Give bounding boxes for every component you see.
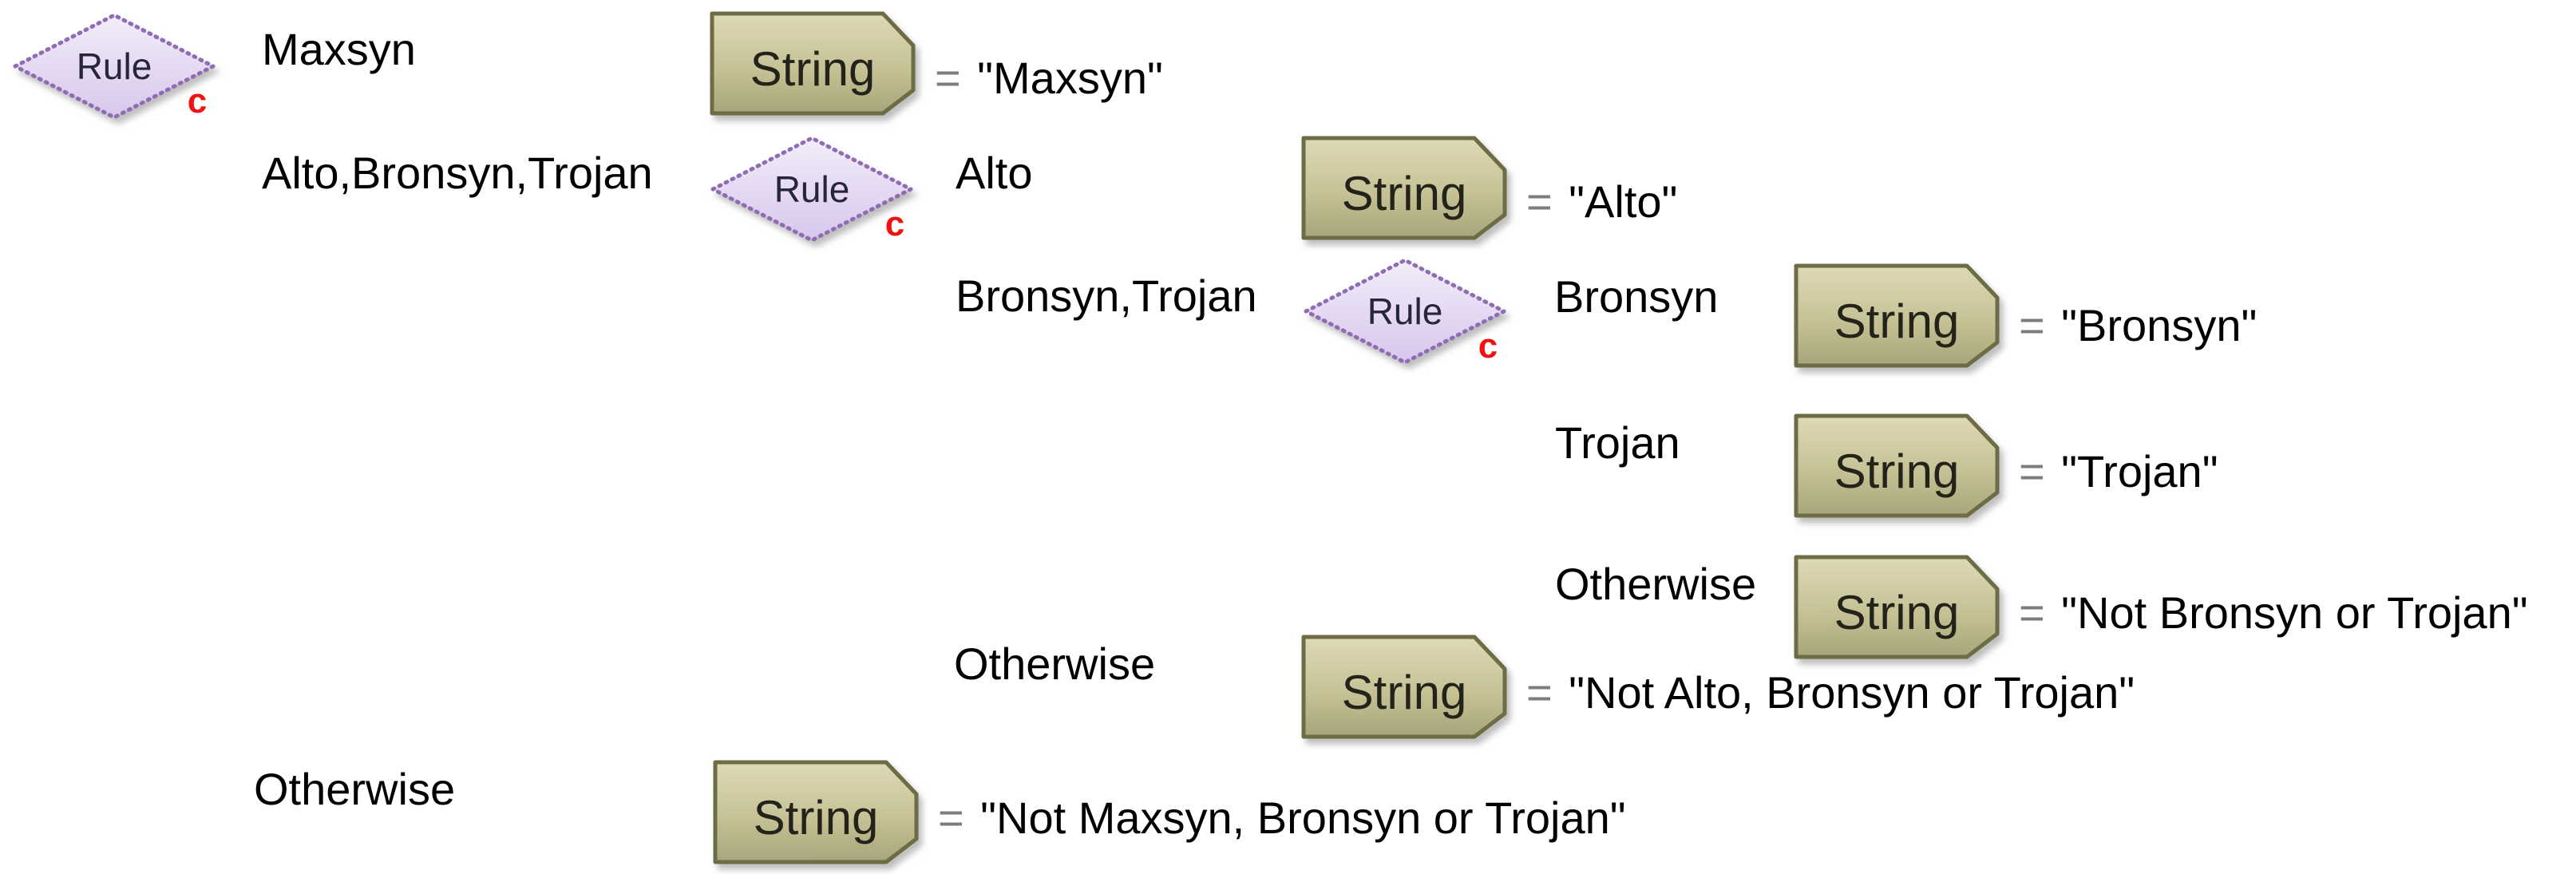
output-value-maxsyn: = "Maxsyn" [935, 53, 1163, 103]
branch-label-alto: Alto [956, 148, 1033, 198]
rule-subscript: c [1478, 326, 1498, 366]
string-node-label: String [1834, 445, 1960, 498]
output-value-not-maxsyn-bronsyn-trojan: = "Not Maxsyn, Bronsyn or Trojan" [938, 793, 1626, 843]
branch-label-trojan: Trojan [1555, 417, 1680, 468]
rule-node-2: Rule c [710, 136, 913, 243]
rule-subscript: c [885, 204, 904, 243]
output-value-text: "Alto" [1569, 176, 1677, 227]
branch-label-bronsyn-trojan: Bronsyn,Trojan [956, 271, 1257, 321]
branch-label-otherwise-rule3: Otherwise [1555, 559, 1756, 609]
string-node-label: String [1834, 295, 1960, 348]
rule-node-3: Rule c [1304, 258, 1506, 366]
string-node-alto: String [1301, 136, 1507, 240]
string-node-label: String [754, 791, 879, 844]
branch-label-otherwise-rule1: Otherwise [254, 764, 455, 814]
output-value-text: "Trojan" [2061, 446, 2218, 496]
output-value-alto: = "Alto" [1526, 176, 1677, 227]
string-node-not-maxsyn-bronsyn-trojan: String [713, 760, 919, 864]
rule-node-label: Rule [77, 45, 152, 87]
output-value-text: "Not Alto, Bronsyn or Trojan" [1569, 667, 2135, 718]
string-node-bronsyn: String [1794, 263, 2000, 368]
equals-sign: = [2019, 587, 2045, 638]
connectors [213, 68, 1796, 817]
string-node-not-alto-bronsyn-trojan: String [1301, 635, 1507, 739]
rule-node-label: Rule [774, 168, 850, 210]
string-box[interactable] [710, 11, 916, 116]
rule-node-1: Rule c [13, 13, 216, 121]
output-value-not-alto-bronsyn-trojan: = "Not Alto, Bronsyn or Trojan" [1526, 667, 2135, 718]
branch-label-bronsyn: Bronsyn [1554, 271, 1718, 322]
string-node-label: String [1342, 666, 1467, 719]
string-box[interactable] [1301, 635, 1507, 739]
rule-diamond[interactable] [1304, 258, 1506, 365]
rule-subscript: c [188, 81, 207, 121]
equals-sign: = [1526, 176, 1553, 227]
branch-label-alto-bronsyn-trojan: Alto,Bronsyn,Trojan [262, 148, 653, 198]
equals-sign: = [2019, 446, 2045, 496]
equals-sign: = [935, 53, 961, 103]
rule-node-label: Rule [1367, 291, 1443, 332]
string-node-label: String [1834, 586, 1960, 639]
rule-diamond[interactable] [13, 13, 216, 120]
string-box[interactable] [713, 760, 919, 864]
output-value-text: "Not Maxsyn, Bronsyn or Trojan" [980, 793, 1626, 843]
string-node-trojan: String [1794, 413, 2000, 518]
string-node-not-bronsyn-trojan: String [1794, 555, 2000, 659]
string-node-label: String [1342, 167, 1467, 220]
output-value-trojan: = "Trojan" [2019, 446, 2218, 496]
output-value-text: "Maxsyn" [977, 53, 1163, 103]
string-node-maxsyn: String [710, 11, 916, 116]
output-value-text: "Bronsyn" [2061, 300, 2257, 350]
branch-label-otherwise-rule2: Otherwise [954, 639, 1155, 689]
string-node-label: String [750, 42, 876, 96]
branch-label-maxsyn: Maxsyn [262, 24, 416, 74]
output-value-not-bronsyn-trojan: = "Not Bronsyn or Trojan" [2019, 587, 2528, 638]
equals-sign: = [2019, 300, 2045, 350]
equals-sign: = [938, 793, 964, 843]
string-box[interactable] [1794, 263, 2000, 368]
string-box[interactable] [1301, 136, 1507, 240]
string-box[interactable] [1794, 413, 2000, 518]
output-value-text: "Not Bronsyn or Trojan" [2061, 587, 2527, 638]
string-box[interactable] [1794, 555, 2000, 659]
output-value-bronsyn: = "Bronsyn" [2019, 300, 2257, 350]
rule-diamond[interactable] [710, 136, 913, 243]
equals-sign: = [1526, 667, 1553, 718]
